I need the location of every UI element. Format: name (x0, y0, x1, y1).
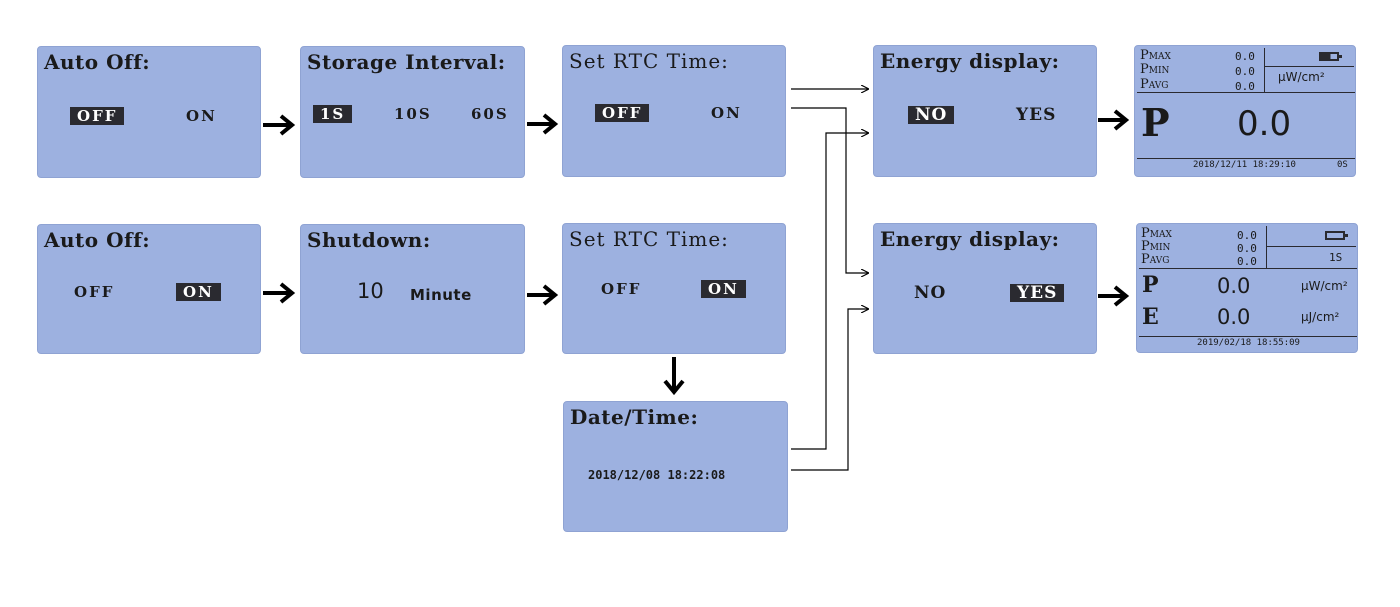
pmin-label: PMIN (1140, 62, 1170, 77)
pmax-value: 0.0 (1237, 229, 1257, 242)
date-time-screen: Date/Time: 2018/12/08 18:22:08 (563, 401, 788, 532)
shutdown-unit: Minute (410, 286, 472, 304)
screen-title: Date/Time: (570, 405, 699, 429)
interval: 0S (1337, 160, 1348, 170)
option-yes[interactable]: YES (1016, 105, 1057, 125)
screen-title: Auto Off: (44, 228, 151, 252)
option-no-selected[interactable]: NO (908, 106, 955, 124)
energy-value: 0.0 (1217, 305, 1251, 329)
thick-arrow (263, 109, 1130, 396)
datetime-value: 2018/12/08 18:22:08 (588, 468, 726, 482)
unit-label: μW/cm² (1278, 70, 1325, 84)
pavg-label: PAVG (1141, 252, 1170, 267)
divider (1137, 158, 1355, 159)
option-60s[interactable]: 60S (471, 105, 509, 123)
datetime: 2018/12/11 18:29:10 (1193, 160, 1296, 170)
power-unit: μW/cm² (1301, 279, 1348, 293)
divider (1266, 246, 1356, 247)
option-no[interactable]: NO (914, 283, 947, 303)
option-on[interactable]: ON (711, 104, 742, 122)
screen-title: Storage Interval: (307, 50, 506, 74)
screen-title: Shutdown: (307, 228, 431, 252)
divider (1264, 48, 1265, 92)
screen-title: Set RTC Time: (569, 49, 729, 73)
pmax-label: PMAX (1140, 48, 1171, 63)
battery-icon (1319, 52, 1342, 61)
pmin-value: 0.0 (1235, 65, 1255, 78)
pavg-label: PAVG (1140, 77, 1169, 92)
energy-readout-screen: PMAX 0.0 PMIN 0.0 PAVG 0.0 1S P 0.0 μW/c… (1136, 223, 1358, 353)
option-off-selected[interactable]: OFF (70, 107, 125, 125)
option-yes-selected[interactable]: YES (1010, 284, 1065, 302)
power-readout-screen: PMAX 0.0 PMIN 0.0 PAVG 0.0 μW/cm² P 0.0 … (1134, 45, 1356, 177)
screen-title: Energy display: (880, 227, 1060, 251)
datetime: 2019/02/18 18:55:09 (1197, 338, 1300, 348)
pmax-value: 0.0 (1235, 50, 1255, 63)
option-1s-selected[interactable]: 1S (313, 105, 353, 123)
energy-symbol: E (1142, 304, 1160, 330)
divider (1264, 66, 1354, 67)
set-rtc-screen-2: Set RTC Time: OFF ON (562, 223, 786, 354)
pmax-label: PMAX (1141, 226, 1172, 241)
option-off-selected[interactable]: OFF (595, 104, 650, 122)
option-on[interactable]: ON (186, 107, 217, 125)
shutdown-screen: Shutdown: 10 Minute (300, 224, 525, 354)
screen-title: Auto Off: (44, 50, 151, 74)
pmin-value: 0.0 (1237, 242, 1257, 255)
pavg-value: 0.0 (1237, 255, 1257, 268)
interval: 1S (1329, 251, 1343, 264)
thin-connector (791, 89, 868, 471)
storage-interval-screen: Storage Interval: 1S 10S 60S (300, 46, 525, 178)
pavg-value: 0.0 (1235, 80, 1255, 93)
power-symbol: P (1142, 272, 1160, 298)
auto-off-screen-2: Auto Off: OFF ON (37, 224, 261, 354)
divider (1137, 92, 1355, 93)
pmin-label: PMIN (1141, 239, 1171, 254)
shutdown-value: 10 (357, 279, 384, 303)
auto-off-screen-1: Auto Off: OFF ON (37, 46, 261, 178)
divider (1139, 268, 1357, 269)
power-value: 0.0 (1237, 104, 1292, 144)
option-10s[interactable]: 10S (394, 105, 432, 123)
battery-icon (1325, 231, 1348, 240)
power-value: 0.0 (1217, 274, 1251, 298)
option-off[interactable]: OFF (601, 280, 642, 298)
energy-display-screen-1: Energy display: NO YES (873, 45, 1097, 177)
screen-title: Set RTC Time: (569, 227, 729, 251)
option-on-selected[interactable]: ON (701, 280, 746, 298)
energy-unit: μJ/cm² (1301, 310, 1340, 324)
power-symbol: P (1141, 100, 1171, 145)
screen-title: Energy display: (880, 49, 1060, 73)
divider (1266, 226, 1267, 268)
option-off[interactable]: OFF (74, 283, 115, 301)
energy-display-screen-2: Energy display: NO YES (873, 223, 1097, 354)
set-rtc-screen-1: Set RTC Time: OFF ON (562, 45, 786, 177)
option-on-selected[interactable]: ON (176, 283, 221, 301)
divider (1139, 336, 1357, 337)
